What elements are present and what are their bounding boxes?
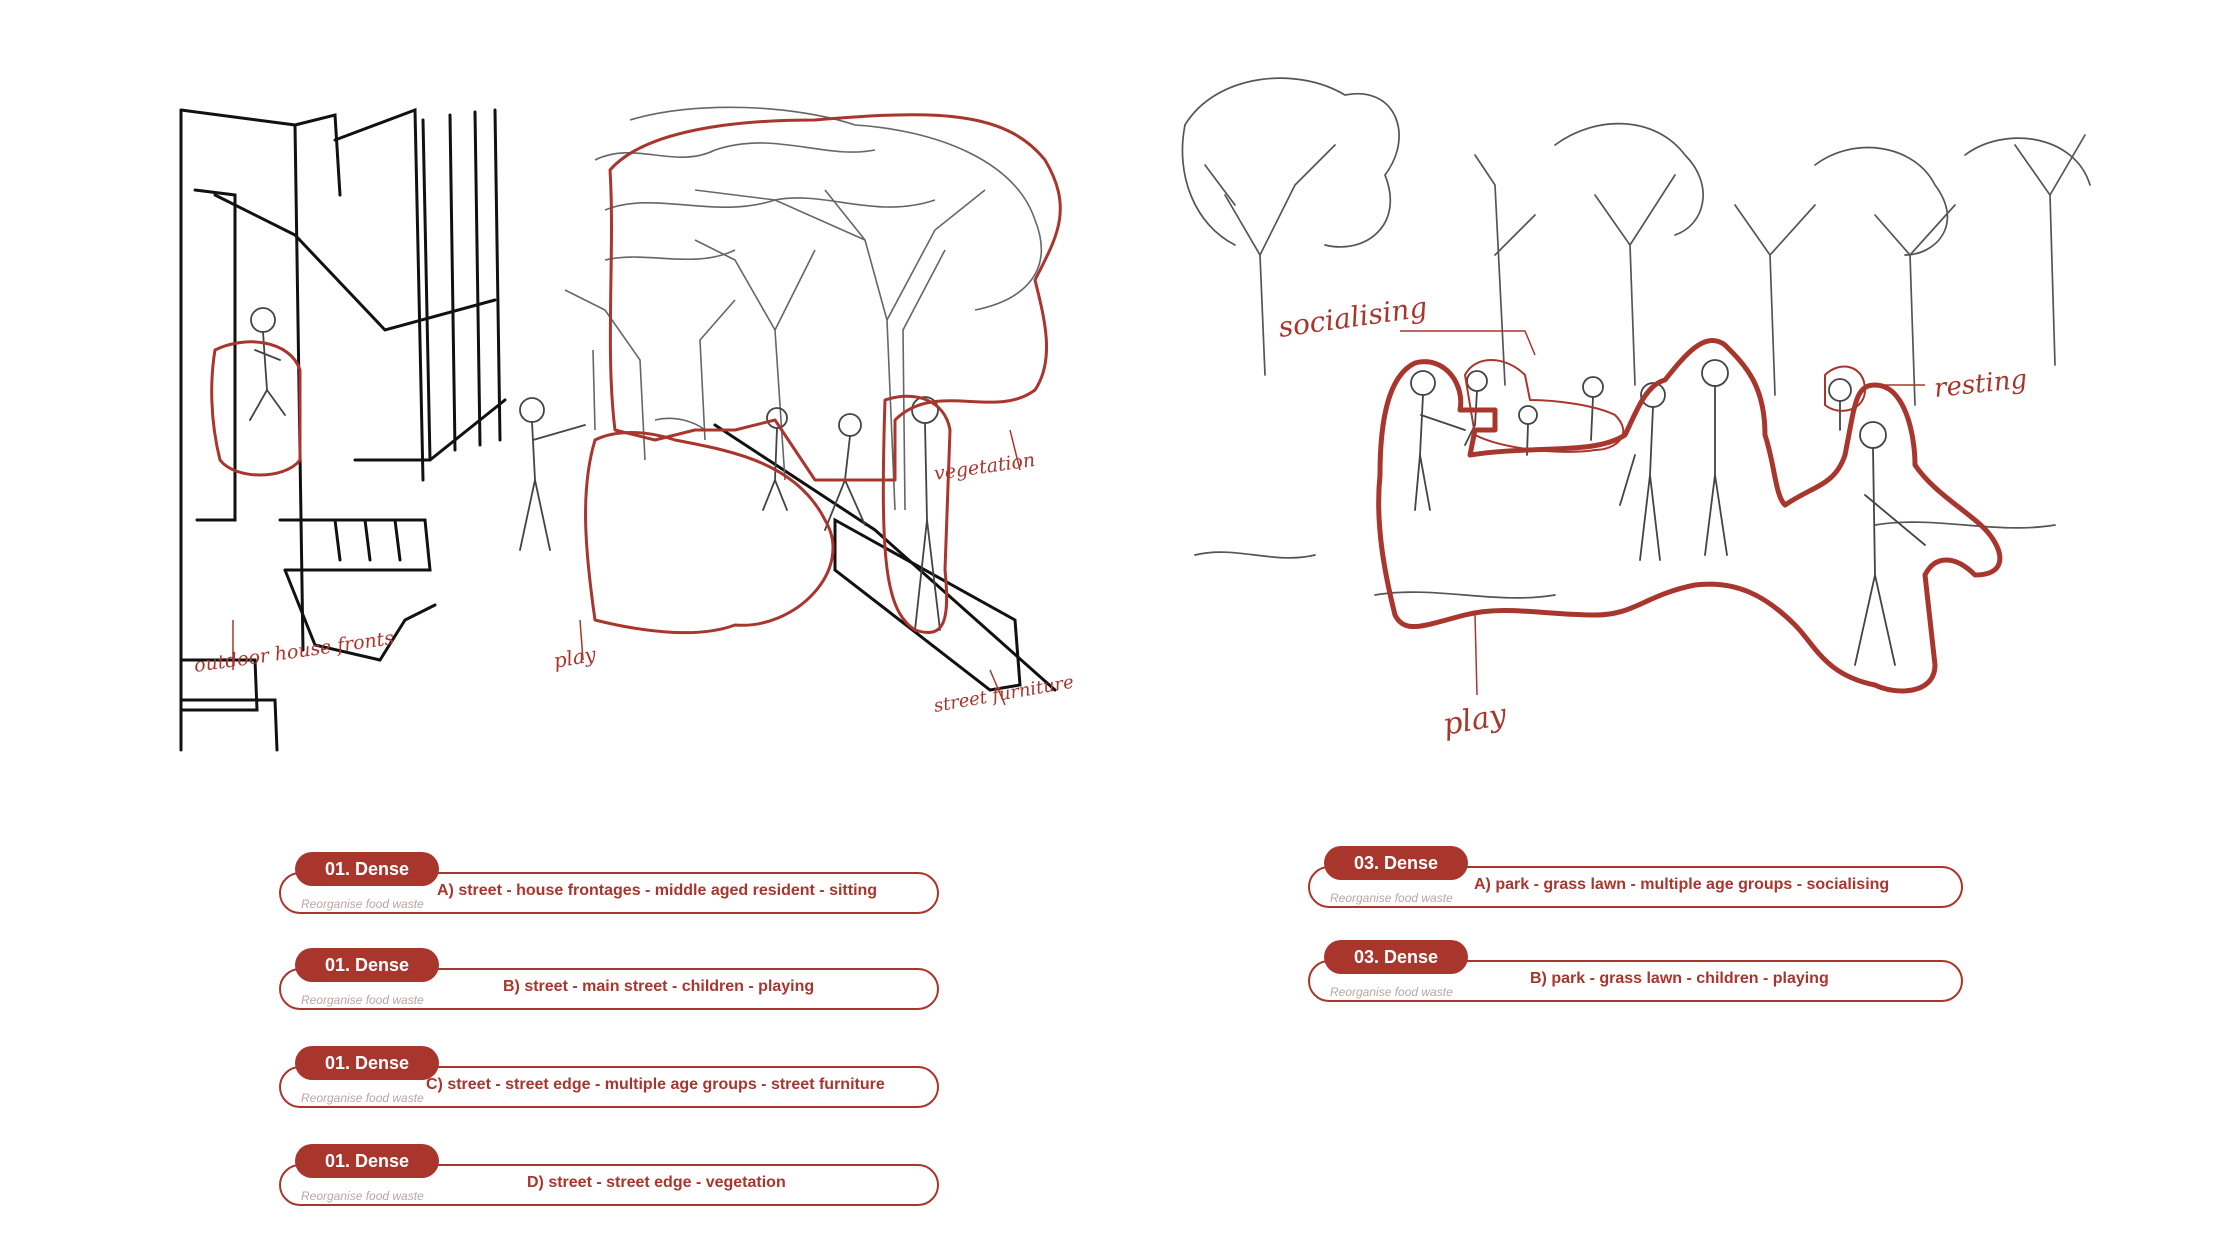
tag-badge: 01. Dense [295, 948, 440, 982]
tag-description: A) street - house frontages - middle age… [437, 882, 878, 899]
tag-badge: 01. Dense [295, 1046, 440, 1080]
tag-subtitle: Reorganise food waste [1330, 985, 1453, 999]
scenario-tag-left-c: 01. Dense C) street - street edge - mult… [279, 1046, 939, 1108]
tag-subtitle: Reorganise food waste [301, 1091, 424, 1105]
tag-subtitle: Reorganise food waste [301, 1189, 424, 1203]
tag-description: D) street - street edge - vegetation [527, 1174, 786, 1191]
scenario-tag-left-d: 01. Dense D) street - street edge - vege… [279, 1144, 939, 1206]
scenario-tag-left-a: 01. Dense A) street - house frontages - … [279, 852, 939, 914]
annotation-street-furniture: street furniture [932, 672, 1075, 717]
annotation-socialising: socialising [1276, 290, 1429, 344]
annotation-play: play [1440, 697, 1510, 743]
tag-badge: 01. Dense [295, 1144, 440, 1178]
tag-description: C) street - street edge - multiple age g… [426, 1076, 885, 1093]
tag-badge: 03. Dense [1324, 940, 1469, 974]
annotation-resting: resting [1933, 364, 2029, 404]
tag-description: B) street - main street - children - pla… [503, 978, 815, 995]
tag-description: B) park - grass lawn - children - playin… [1530, 970, 1829, 987]
annotation-frontages: outdoor house fronts [193, 627, 396, 677]
annotation-play: play [552, 642, 599, 673]
tag-subtitle: Reorganise food waste [301, 993, 424, 1007]
scenario-tag-right-b: 03. Dense B) park - grass lawn - childre… [1308, 940, 1963, 1002]
tag-description: A) park - grass lawn - multiple age grou… [1474, 876, 1890, 893]
tag-subtitle: Reorganise food waste [1330, 891, 1453, 905]
tag-subtitle: Reorganise food waste [301, 897, 424, 911]
park-sketch: socialising resting play [1175, 55, 2105, 775]
scenario-tag-right-a: 03. Dense A) park - grass lawn - multipl… [1308, 846, 1963, 908]
tag-badge: 01. Dense [295, 852, 440, 886]
tag-badge: 03. Dense [1324, 846, 1469, 880]
scenario-tag-left-b: 01. Dense B) street - main street - chil… [279, 948, 939, 1010]
street-sketch: outdoor house fronts play vegetation str… [175, 100, 1075, 760]
